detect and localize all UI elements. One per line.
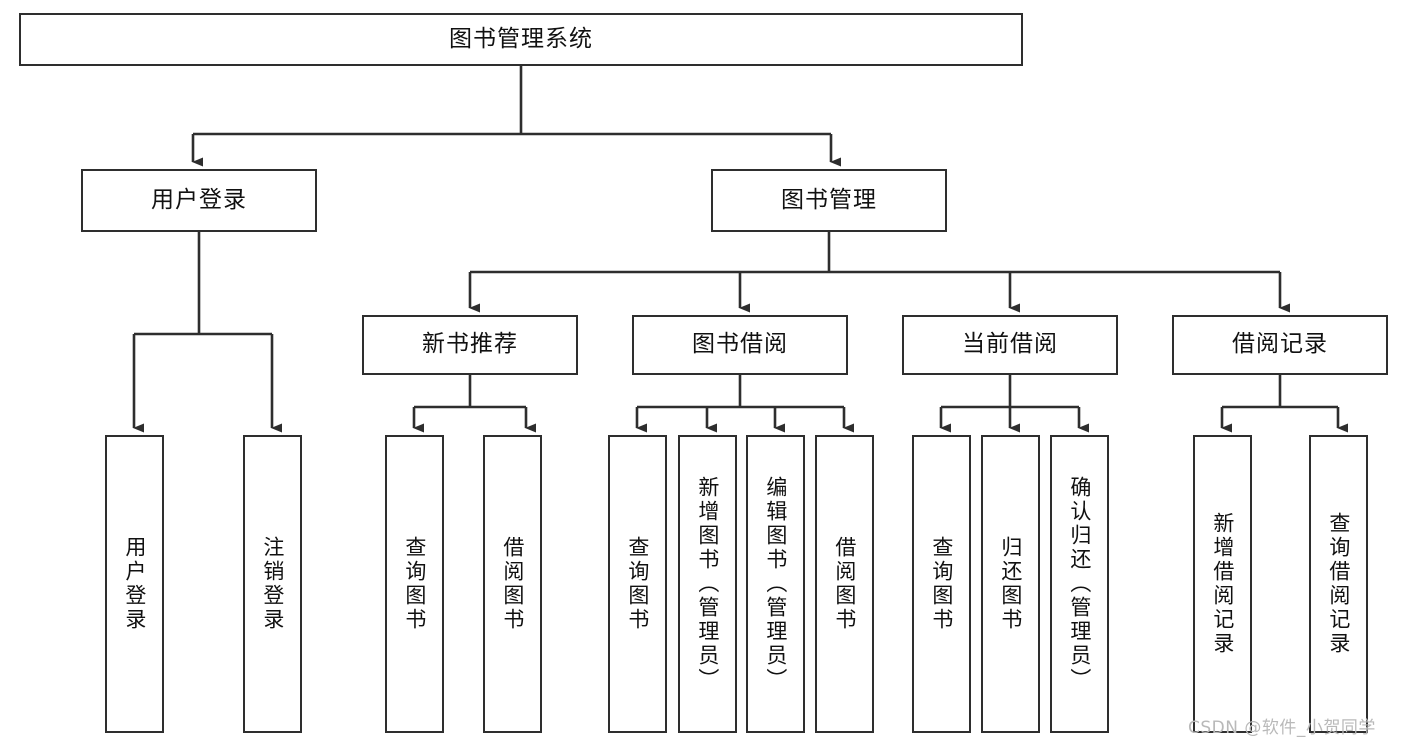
node-leaf-borrow-book-2-label: 借阅图书 <box>832 536 857 632</box>
node-new-book-recommend-label: 新书推荐 <box>422 331 518 358</box>
node-leaf-add-record-label: 新增借阅记录 <box>1210 512 1235 656</box>
node-current-borrow[interactable]: 当前借阅 <box>902 315 1118 375</box>
node-user-login[interactable]: 用户登录 <box>81 169 317 232</box>
node-user-login-label: 用户登录 <box>151 186 247 213</box>
node-leaf-borrow-book-1[interactable]: 借阅图书 <box>483 435 542 733</box>
node-book-manage-label: 图书管理 <box>781 186 877 213</box>
node-leaf-add-book[interactable]: 新增图书（管理员） <box>678 435 737 733</box>
node-book-manage[interactable]: 图书管理 <box>711 169 947 232</box>
node-leaf-logout-login[interactable]: 注销登录 <box>243 435 302 733</box>
node-root[interactable]: 图书管理系统 <box>19 13 1023 66</box>
node-leaf-query-record[interactable]: 查询借阅记录 <box>1309 435 1368 733</box>
node-root-label: 图书管理系统 <box>449 25 593 52</box>
node-leaf-query-book-3-label: 查询图书 <box>929 536 954 632</box>
node-leaf-user-login-label: 用户登录 <box>122 536 147 632</box>
node-leaf-borrow-book-1-label: 借阅图书 <box>500 536 525 632</box>
node-leaf-add-book-label: 新增图书（管理员） <box>695 476 720 692</box>
node-leaf-confirm-return[interactable]: 确认归还（管理员） <box>1050 435 1109 733</box>
node-leaf-return-book[interactable]: 归还图书 <box>981 435 1040 733</box>
node-leaf-add-record[interactable]: 新增借阅记录 <box>1193 435 1252 733</box>
node-borrow-record-label: 借阅记录 <box>1232 331 1328 358</box>
node-leaf-logout-login-label: 注销登录 <box>260 536 285 632</box>
node-leaf-confirm-return-label: 确认归还（管理员） <box>1067 476 1092 692</box>
node-leaf-query-book-2[interactable]: 查询图书 <box>608 435 667 733</box>
node-leaf-edit-book[interactable]: 编辑图书（管理员） <box>746 435 805 733</box>
node-leaf-borrow-book-2[interactable]: 借阅图书 <box>815 435 874 733</box>
node-leaf-query-book-3[interactable]: 查询图书 <box>912 435 971 733</box>
node-leaf-query-book-1-label: 查询图书 <box>402 536 427 632</box>
node-leaf-query-record-label: 查询借阅记录 <box>1326 512 1351 656</box>
node-book-borrow-label: 图书借阅 <box>692 331 788 358</box>
node-current-borrow-label: 当前借阅 <box>962 331 1058 358</box>
node-book-borrow[interactable]: 图书借阅 <box>632 315 848 375</box>
node-leaf-edit-book-label: 编辑图书（管理员） <box>763 476 788 692</box>
csdn-watermark: CSDN @软件_小贺同学 <box>1188 718 1376 738</box>
node-leaf-query-book-2-label: 查询图书 <box>625 536 650 632</box>
node-leaf-user-login[interactable]: 用户登录 <box>105 435 164 733</box>
node-leaf-query-book-1[interactable]: 查询图书 <box>385 435 444 733</box>
node-borrow-record[interactable]: 借阅记录 <box>1172 315 1388 375</box>
node-new-book-recommend[interactable]: 新书推荐 <box>362 315 578 375</box>
node-leaf-return-book-label: 归还图书 <box>998 536 1023 632</box>
